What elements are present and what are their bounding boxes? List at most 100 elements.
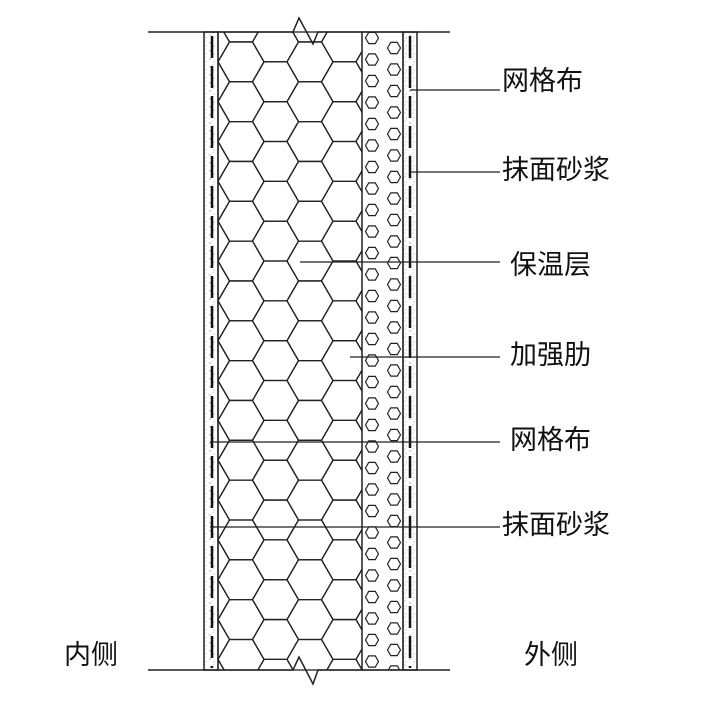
rib-cell [386,428,402,442]
label-mortar-top: 抹面砂浆 [502,155,610,186]
insulation-cell [251,379,300,422]
insulation-cell [286,280,334,322]
rib-cell [386,170,402,184]
break-lines [148,16,450,686]
inner-mortar-layer [203,31,219,671]
insulation-cell [320,32,362,63]
rib-cell [386,579,402,592]
rib-cell [364,53,380,66]
insulation-cell [320,340,362,382]
label-outside: 外侧 [524,640,578,671]
insulation-cell [320,499,362,541]
rib-cell [364,246,380,260]
insulation-cell [223,32,259,43]
rib-cell [364,590,380,604]
rib-cell [364,655,380,668]
rib-cell [386,41,402,55]
insulation-cell [286,81,334,123]
label-rib: 加强肋 [510,340,591,371]
label-mortar-bottom: 抹面砂浆 [502,510,610,541]
insulation-cell [286,160,334,202]
insulation-cell [320,618,362,661]
insulation-cell [251,220,300,262]
rib-cell [386,450,402,463]
rib-cell [386,514,402,528]
insulation-cell [218,120,265,163]
insulation-cell [251,260,300,302]
insulation-cell [218,519,265,561]
label-mesh-top: 网格布 [502,66,583,97]
rib-cell [364,289,380,303]
rib-cell [386,84,402,98]
rib-cell [364,225,380,238]
rib-cell [364,332,380,346]
insulation-cell [355,50,362,74]
insulation-cell [286,240,334,282]
rib-cell [364,96,380,109]
rib-cell [364,117,380,131]
insulation-cell [286,439,334,481]
rib-cell [386,600,402,614]
rib-cell [386,557,402,571]
insulation-cell [355,169,362,194]
insulation-cell [326,658,362,670]
insulation-cell [286,519,334,561]
rib-cell [386,278,402,291]
rib-cell [364,74,380,88]
insulation-cell [320,180,362,222]
insulation-cell [218,399,265,441]
rib-cell [386,364,402,377]
insulation-cell [286,320,334,362]
rib-cell [364,504,380,518]
rib-cell [386,493,402,506]
insulation-cell [251,618,300,661]
rib-cell [364,483,380,496]
insulation-cell [218,320,265,362]
insulation-cell [218,81,265,123]
insulation-cell [218,479,265,521]
rib-cell [364,397,380,410]
insulation-cell [355,408,362,433]
rib-cell [364,569,380,582]
leader-lines [210,89,500,528]
insulation-cell [218,439,265,481]
insulation-cell [218,559,265,601]
rib-cell [364,139,380,152]
rib-cell [386,149,402,162]
label-insulation: 保温层 [510,250,591,281]
insulation-cell [286,359,334,402]
label-mesh-bottom: 网格布 [510,425,591,456]
insulation-cell [320,101,362,143]
insulation-cell [218,160,265,202]
insulation-cell [355,647,362,670]
insulation-cell [286,479,334,521]
rib-cell [387,665,401,670]
insulation-cell [286,559,334,601]
rib-cell [386,622,402,635]
insulation-cell [320,260,362,302]
insulation-cell [218,41,265,83]
label-inside: 内侧 [64,640,118,671]
insulation-cell [320,220,362,262]
insulation-cell [355,607,362,632]
insulation-cell [251,300,300,342]
insulation-cell [251,140,300,182]
insulation-cell [355,368,362,393]
rib-cell [364,268,380,281]
insulation-cell [320,300,362,342]
rib-cell [386,342,402,356]
insulation-cell [218,598,265,641]
rib-cell [364,203,380,217]
insulation-cell [251,579,300,621]
outer-mortar-layer [402,31,418,671]
insulation-cell [320,459,362,501]
insulation-cell [320,61,362,103]
rib-cell [364,375,380,389]
insulation-cell [355,89,362,114]
rib-cell [364,32,380,45]
insulation-cell [251,32,300,63]
rib-cell [364,311,380,324]
insulation-cell [320,539,362,581]
rib-cell [386,385,402,399]
insulation-cell [355,209,362,233]
